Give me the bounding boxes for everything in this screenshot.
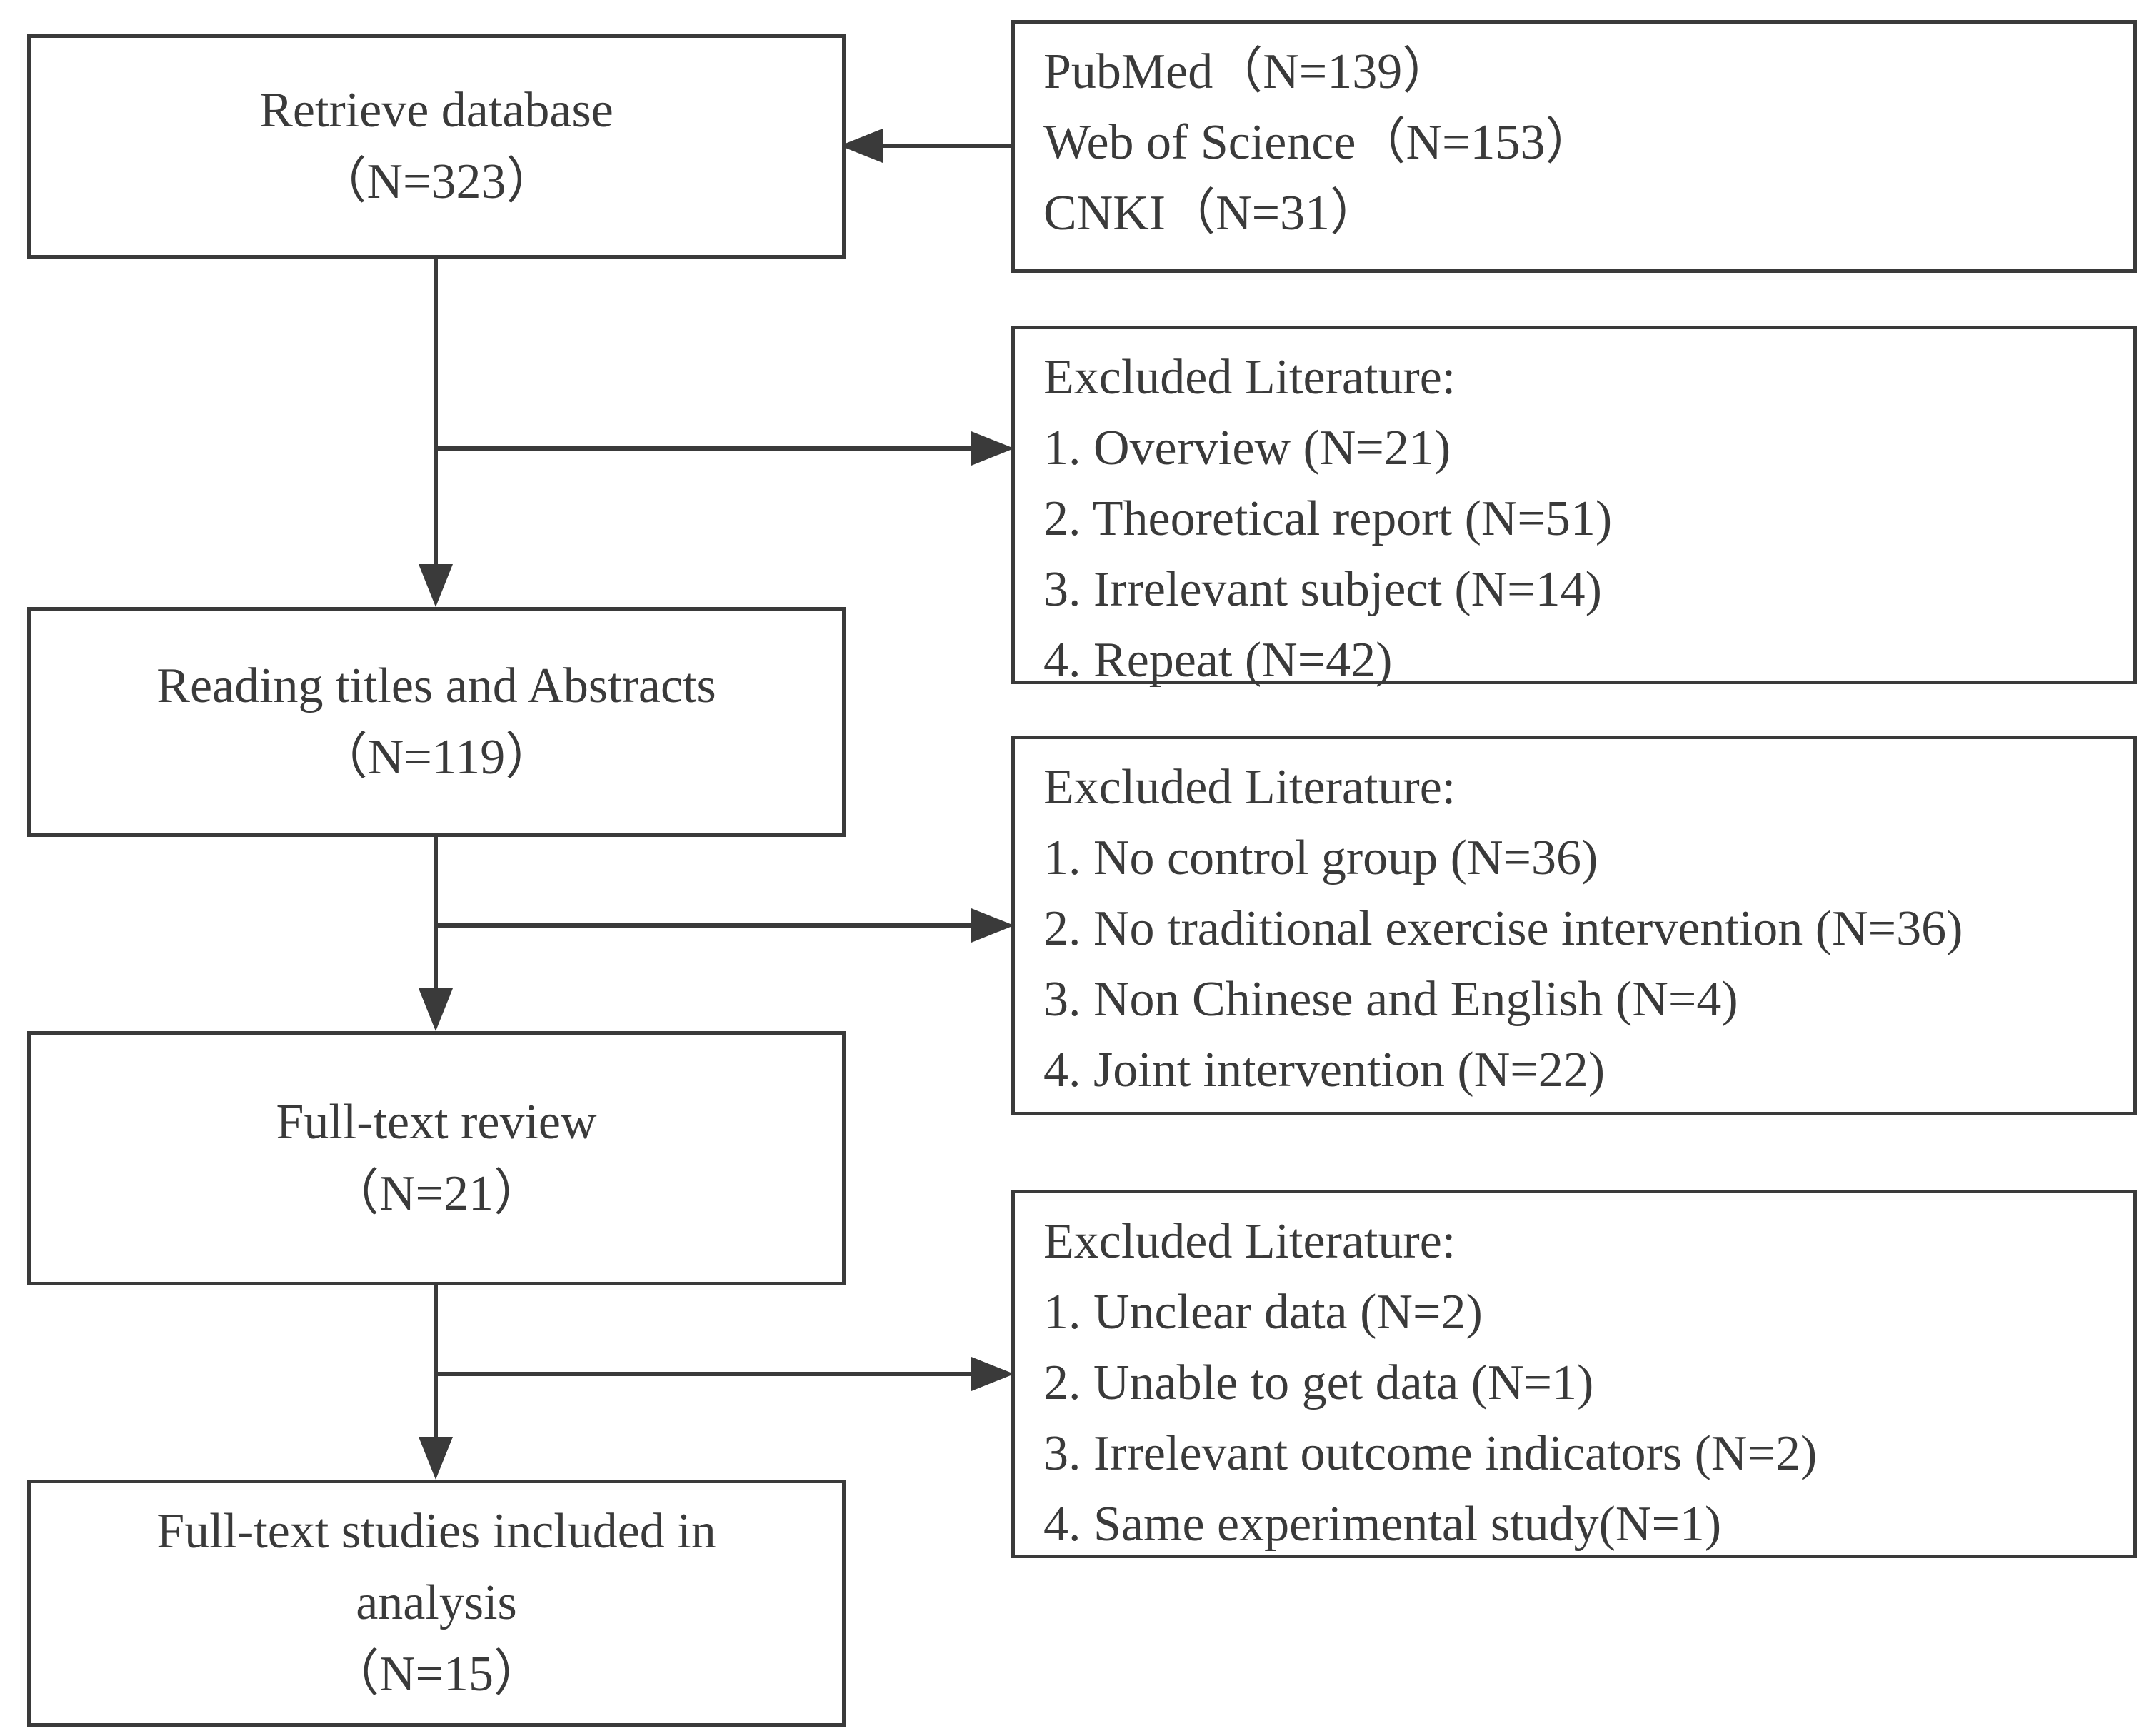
arrowhead-fulltext <box>419 988 453 1031</box>
arrowhead-sources <box>840 129 883 163</box>
included-count: （N=15） <box>329 1647 544 1702</box>
fulltext-review-box: Full-text review （N=21） <box>27 1031 846 1285</box>
arrowhead-included <box>419 1437 453 1480</box>
exclusion-2-item-1: 1. No control group (N=36) <box>1043 831 1598 885</box>
source-web-of-science: Web of Science（N=153） <box>1043 115 1596 170</box>
exclusion-2-item-4: 4. Joint intervention (N=22) <box>1043 1043 1606 1098</box>
screening-count: （N=119） <box>317 730 556 785</box>
arrowhead-exclusion-1 <box>971 431 1014 466</box>
source-pubmed: PubMed（N=139） <box>1043 44 1453 99</box>
exclusion-1-item-4: 4. Repeat (N=42) <box>1043 633 1393 688</box>
exclusion-1-item-1: 1. Overview (N=21) <box>1043 421 1451 476</box>
source-cnki: CNKI（N=31） <box>1043 186 1381 241</box>
included-title-line-1: Full-text studies included in <box>156 1504 716 1559</box>
exclusion-box-1: Excluded Literature: 1. Overview (N=21) … <box>1011 326 2137 688</box>
exclusion-box-3: Excluded Literature: 1. Unclear data (N=… <box>1011 1190 2137 1558</box>
exclusion-3-item-2: 2. Unable to get data (N=1) <box>1043 1355 1594 1410</box>
screening-box: Reading titles and Abstracts （N=119） <box>27 607 846 837</box>
arrowhead-exclusion-3 <box>971 1357 1014 1391</box>
exclusion-3-title: Excluded Literature: <box>1043 1214 1456 1269</box>
retrieve-database-box: Retrieve database （N=323） <box>27 34 846 259</box>
exclusion-1-title: Excluded Literature: <box>1043 350 1456 405</box>
included-title-line-2: analysis <box>356 1575 517 1630</box>
exclusion-2-title: Excluded Literature: <box>1043 760 1456 815</box>
exclusion-1-item-3: 3. Irrelevant subject (N=14) <box>1043 562 1602 617</box>
sources-box: PubMed（N=139） Web of Science（N=153） CNKI… <box>1011 20 2137 273</box>
included-studies-box: Full-text studies included in analysis （… <box>27 1480 846 1727</box>
retrieve-title: Retrieve database <box>259 83 613 138</box>
exclusion-3-item-1: 1. Unclear data (N=2) <box>1043 1285 1483 1340</box>
exclusion-3-item-4: 4. Same experimental study(N=1) <box>1043 1497 1722 1552</box>
exclusion-2-item-3: 3. Non Chinese and English (N=4) <box>1043 972 1738 1027</box>
screening-title: Reading titles and Abstracts <box>156 658 716 713</box>
arrowhead-screening <box>419 564 453 607</box>
fulltext-count: （N=21） <box>329 1166 544 1221</box>
exclusion-2-item-2: 2. No traditional exercise intervention … <box>1043 901 1963 956</box>
arrowhead-exclusion-2 <box>971 908 1014 943</box>
exclusion-box-2: Excluded Literature: 1. No control group… <box>1011 736 2137 1115</box>
exclusion-1-item-2: 2. Theoretical report (N=51) <box>1043 491 1613 546</box>
exclusion-3-item-3: 3. Irrelevant outcome indicators (N=2) <box>1043 1426 1818 1481</box>
fulltext-title: Full-text review <box>276 1095 597 1150</box>
retrieve-count: （N=323） <box>316 154 556 209</box>
